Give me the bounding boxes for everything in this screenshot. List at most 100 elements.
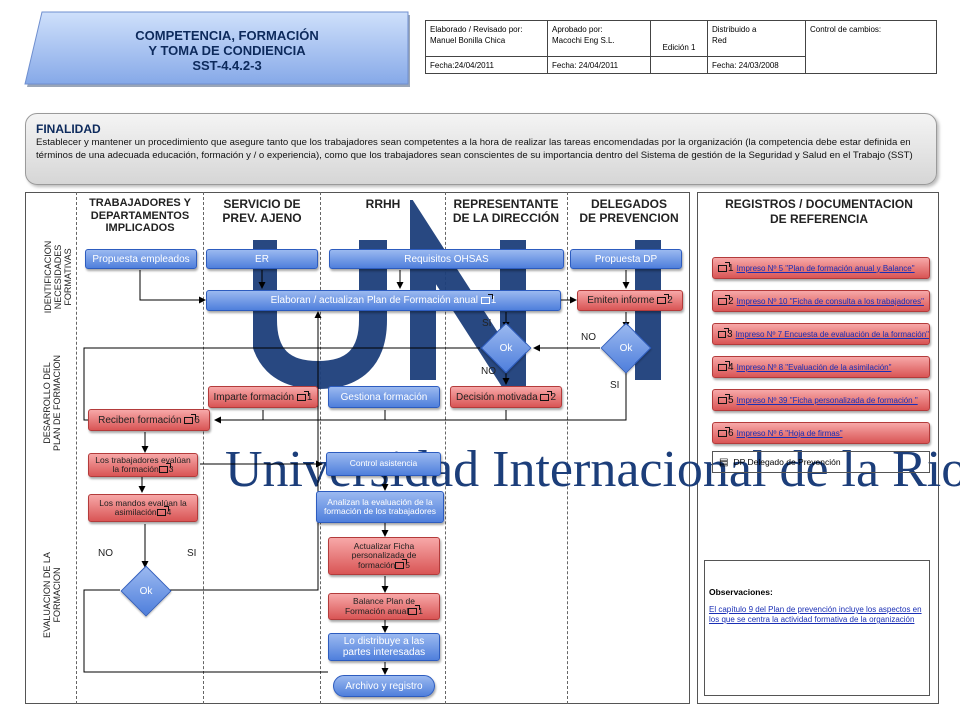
decision-motivada-box[interactable]: Decisión motivada 2 bbox=[450, 386, 562, 408]
imparte-formacion-label: Imparte formación bbox=[213, 391, 295, 403]
column-header-line: IMPLICADOS bbox=[105, 222, 175, 234]
emiten-informe-box[interactable]: Emiten informe 2 bbox=[577, 290, 683, 311]
lane-divider bbox=[445, 192, 446, 704]
ref-number: 3 bbox=[168, 464, 174, 474]
control-cambios-label: Control de cambios: bbox=[810, 25, 882, 34]
column-header-line: DEPARTAMENTOS bbox=[90, 209, 190, 222]
title-code: SST-4.4.2-3 bbox=[192, 58, 262, 73]
distribuido-cell: Distribuido a Red bbox=[708, 21, 806, 56]
registro-num: 4 bbox=[728, 361, 734, 373]
actualizar-ficha-box[interactable]: Actualizar Ficha personalizada de formac… bbox=[328, 537, 440, 575]
registros-frame bbox=[697, 192, 939, 704]
elaborado-value: Manuel Bonilla Chica bbox=[430, 36, 506, 45]
registro-link[interactable]: Impreso Nº 5 "Plan de formación anual y … bbox=[736, 263, 915, 273]
edicion-value: Edición 1 bbox=[662, 42, 696, 52]
gestiona-formacion-box[interactable]: Gestiona formación bbox=[328, 386, 440, 408]
observaciones-title: Observaciones: bbox=[709, 587, 773, 597]
label-no: NO bbox=[98, 548, 113, 559]
fecha-distribuido: Fecha: 24/03/2008 bbox=[708, 57, 806, 73]
elaboran-plan-box[interactable]: Elaboran / actualizan Plan de Formación … bbox=[206, 290, 561, 311]
title-line-2: Y TOMA DE CONDIENCIA bbox=[148, 43, 306, 58]
registro-link[interactable]: Impreso Nº 7 Encuesta de evaluación de l… bbox=[735, 329, 929, 339]
document-icon bbox=[718, 327, 730, 338]
label-no: NO bbox=[481, 366, 496, 377]
observaciones-link[interactable]: El capítulo 9 del Plan de prevención inc… bbox=[709, 605, 922, 624]
label-si: SI bbox=[482, 318, 492, 329]
aprobado-cell: Aprobado por: Macochi Eng S.L. bbox=[548, 21, 651, 56]
fecha-aprobado-value: Fecha: 24/04/2011 bbox=[552, 61, 619, 70]
column-header-line: SERVICIO DE bbox=[223, 197, 301, 211]
ref-number: 2 bbox=[667, 295, 673, 306]
edicion-cell: Edición 1 bbox=[651, 21, 708, 73]
process-frame bbox=[25, 192, 690, 704]
propuesta-dp-box[interactable]: Propuesta DP bbox=[570, 249, 682, 269]
document-icon bbox=[718, 261, 730, 272]
lane-divider bbox=[320, 192, 321, 704]
analizan-evaluacion-box[interactable]: Analizan la evaluación de la formación d… bbox=[316, 491, 444, 523]
document-icon bbox=[395, 559, 408, 569]
finalidad-text: Establecer y mantener un procedimiento q… bbox=[36, 137, 913, 161]
finalidad-title: FINALIDAD bbox=[36, 122, 101, 136]
distribuido-value: Red bbox=[712, 36, 727, 45]
distribuido-label: Distribuido a bbox=[712, 25, 757, 34]
document-icon bbox=[718, 360, 730, 371]
elaboran-plan-label: Elaboran / actualizan Plan de Formación … bbox=[270, 295, 478, 306]
registro-link[interactable]: Impreso Nº 6 "Hoja de firmas" bbox=[736, 428, 843, 438]
ref-number: 1 bbox=[490, 295, 497, 306]
document-header-table: Elaborado / Revisado por: Manuel Bonilla… bbox=[425, 20, 937, 74]
document-icon bbox=[408, 604, 421, 615]
lane-divider bbox=[203, 192, 204, 704]
ok-decision-delegados[interactable]: Ok bbox=[600, 322, 652, 374]
ref-number: 2 bbox=[550, 391, 557, 403]
archivo-registro-terminal[interactable]: Archivo y registro bbox=[333, 675, 435, 697]
aprobado-value: Macochi Eng S.L. bbox=[552, 36, 615, 45]
observaciones-box: Observaciones: El capítulo 9 del Plan de… bbox=[704, 560, 930, 696]
registro-link[interactable]: Impreso Nº 8 "Evaluación de la asimilaci… bbox=[736, 362, 892, 372]
emiten-informe-label: Emiten informe bbox=[587, 295, 655, 306]
reciben-formacion-box[interactable]: Reciben formación 6 bbox=[88, 409, 210, 431]
document-icon bbox=[480, 294, 493, 304]
elaborado-cell: Elaborado / Revisado por: Manuel Bonilla… bbox=[426, 21, 548, 56]
ref-number: 4 bbox=[166, 507, 172, 517]
fecha-aprobado: Fecha: 24/04/2011 bbox=[548, 57, 651, 73]
ref-number: 1 bbox=[418, 605, 424, 616]
decision-motivada-label: Decisión motivada bbox=[455, 391, 538, 403]
registros-title-line: DE REFERENCIA bbox=[769, 212, 868, 226]
er-box[interactable]: ER bbox=[206, 249, 318, 269]
dp-delegado-box: ▤DP Delegado de Prevención bbox=[712, 451, 930, 473]
fecha-elaborado-value: Fecha:24/04/2011 bbox=[430, 61, 494, 70]
ok-decision-direccion[interactable]: Ok bbox=[480, 322, 532, 374]
distribuye-box[interactable]: Lo distribuye a las partes interesadas bbox=[328, 633, 440, 661]
ok-decision-evaluacion[interactable]: Ok bbox=[120, 565, 172, 617]
control-asistencia-box[interactable]: Control asistencia bbox=[326, 452, 441, 476]
dp-label: DP Delegado de Prevención bbox=[733, 457, 841, 467]
control-cambios-cell: Control de cambios: bbox=[806, 21, 936, 73]
column-header-rrhh: RRHH bbox=[323, 197, 443, 211]
mandos-evaluan-label: Los mandos evalúan la asimilación bbox=[99, 497, 187, 517]
propuesta-empleados-box[interactable]: Propuesta empleados bbox=[85, 249, 197, 269]
column-header-trabajadores: TRABAJADORES Y DEPARTAMENTOS IMPLICADOS bbox=[80, 197, 200, 235]
label-no: NO bbox=[581, 332, 596, 343]
ref-number: 5 bbox=[405, 559, 411, 570]
trabajadores-evaluan-label: Los trabajadores evalúan la formación bbox=[95, 454, 191, 474]
registro-num: 2 bbox=[728, 295, 734, 307]
imparte-formacion-box[interactable]: Imparte formación 1 bbox=[208, 386, 318, 408]
registro-num: 6 bbox=[728, 427, 734, 439]
decision-label: Ok bbox=[499, 342, 513, 354]
document-icon bbox=[657, 294, 670, 304]
column-header-servicio: SERVICIO DE PREV. AJENO bbox=[206, 197, 318, 225]
requisitos-ohsas-box[interactable]: Requisitos OHSAS bbox=[329, 249, 564, 269]
registro-link[interactable]: Impreso Nº 10 "Ficha de consulta a los t… bbox=[736, 296, 924, 306]
column-header-line: RRHH bbox=[365, 197, 401, 211]
registro-link[interactable]: Impreso Nº 39 "Ficha personalizada de fo… bbox=[736, 395, 918, 405]
document-icon bbox=[184, 413, 197, 424]
